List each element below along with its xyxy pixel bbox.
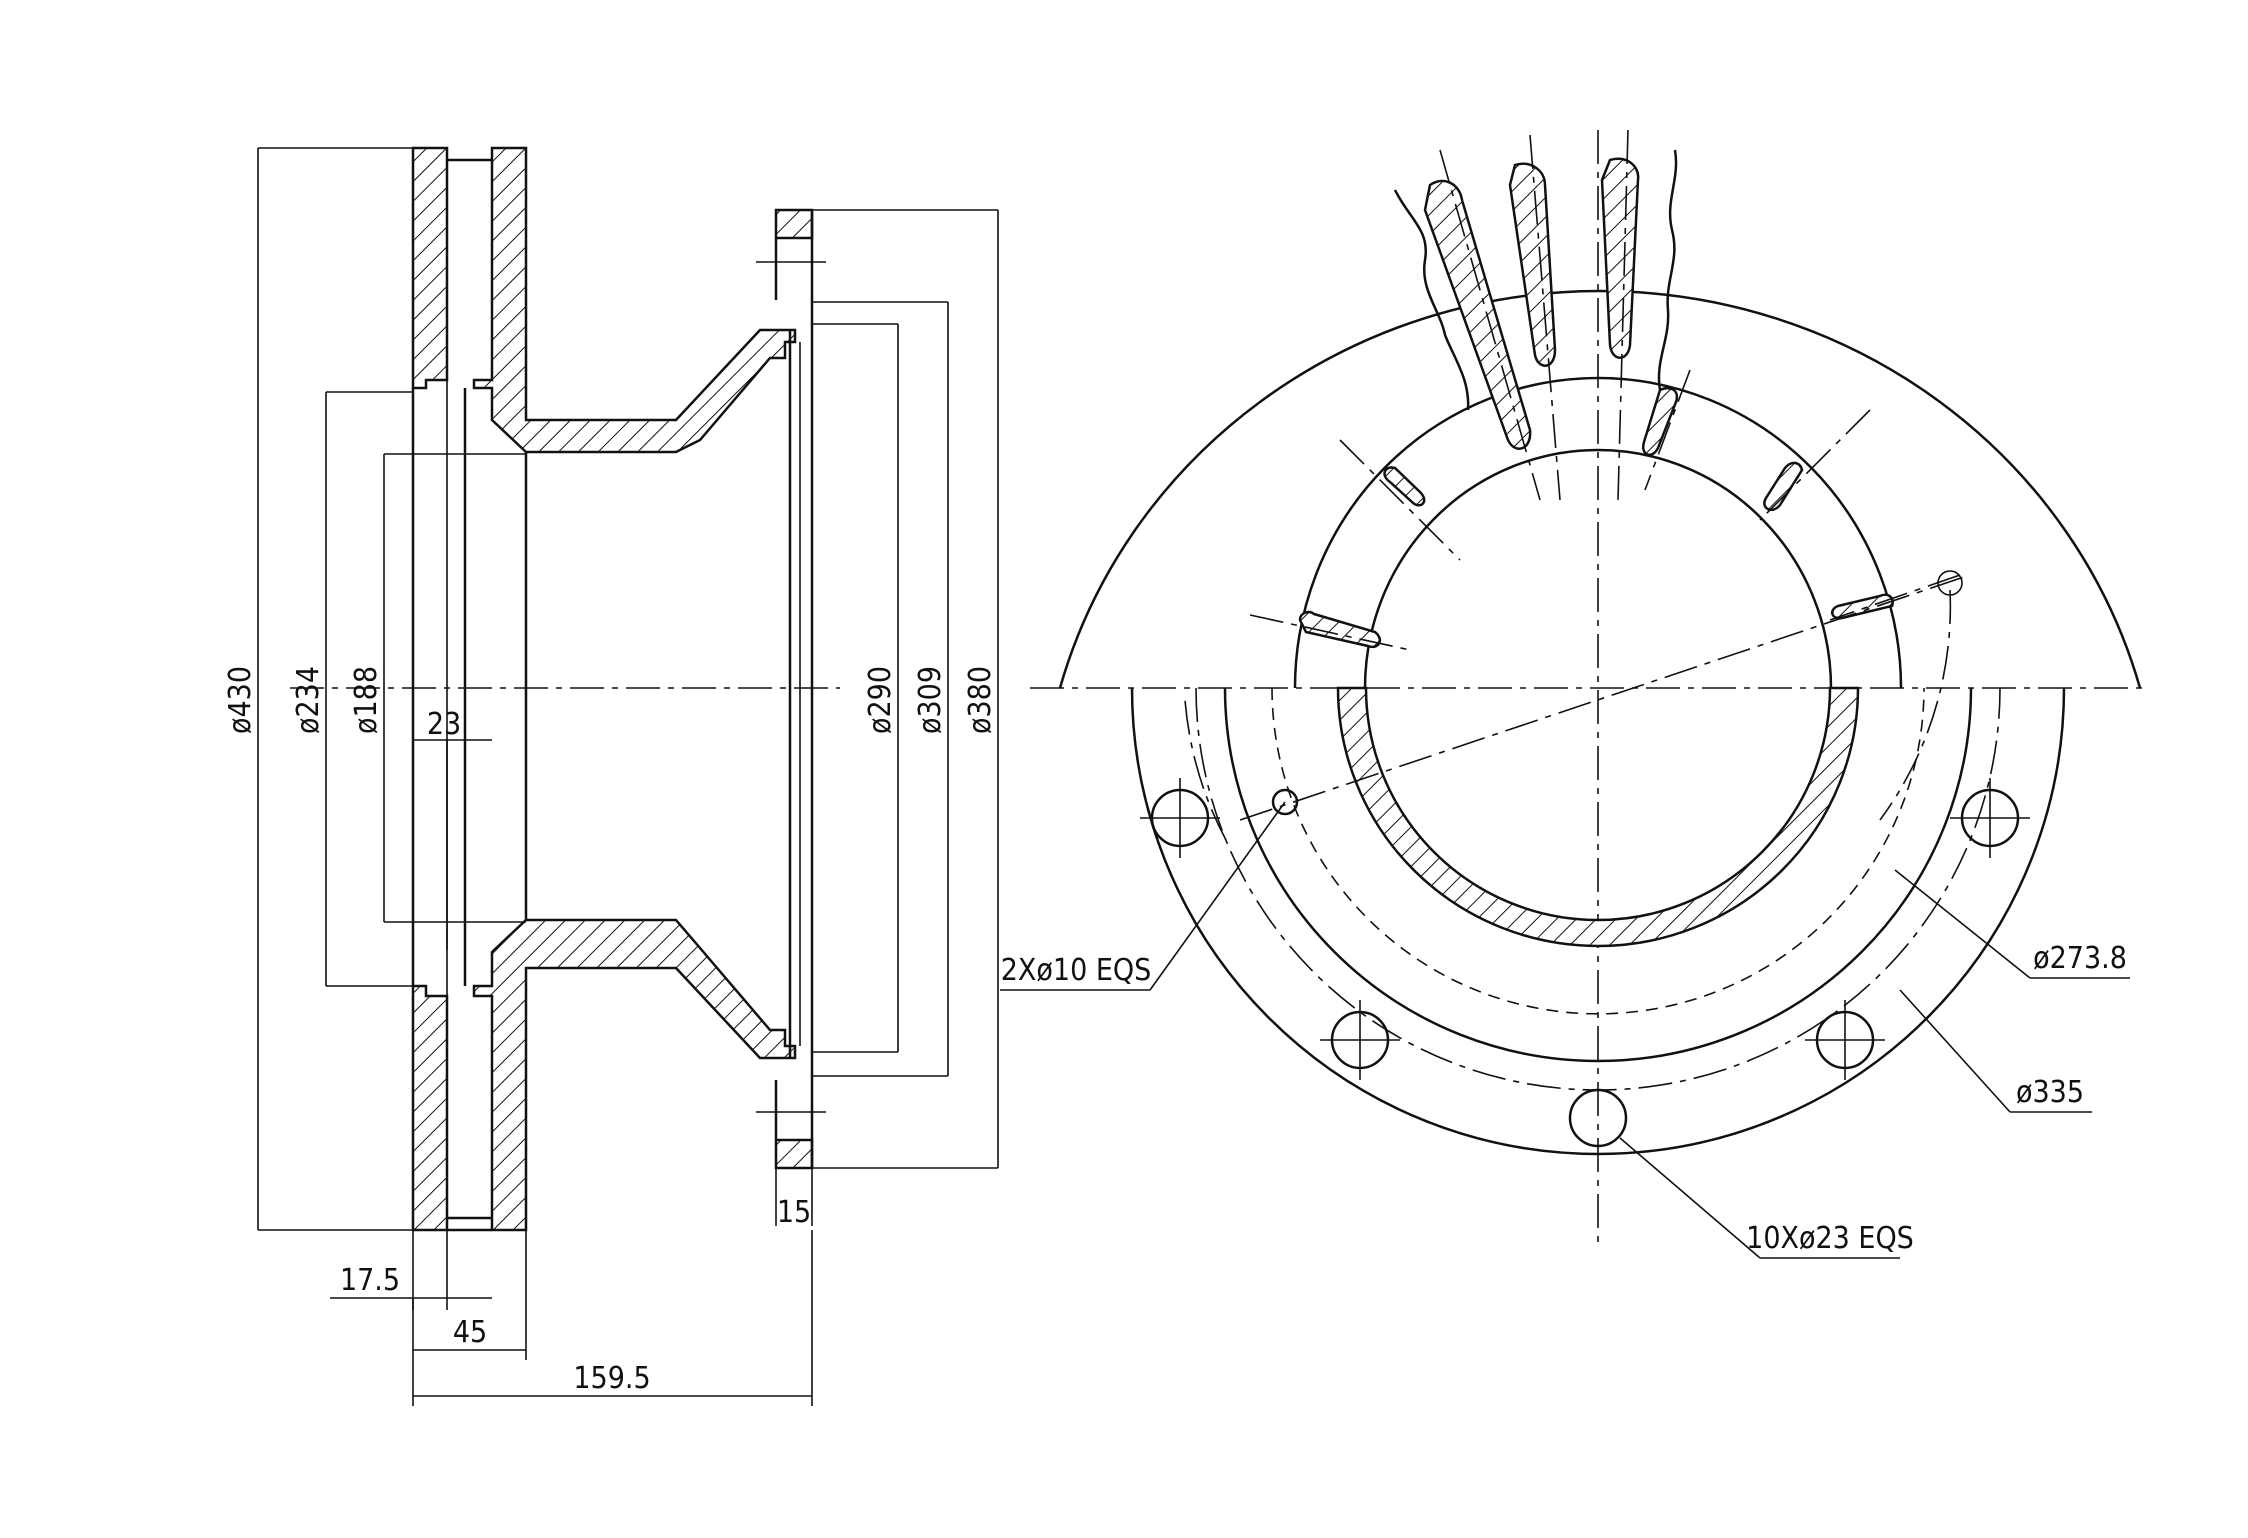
dim-d188: ø188: [349, 453, 526, 923]
label-d234: ø234: [291, 666, 326, 734]
dim-disc-thk-b: 45: [412, 1230, 527, 1360]
disc-left-plate-top: [411, 146, 449, 390]
flange-top-upper: [774, 208, 814, 240]
label-flange-thk: 15: [777, 1195, 811, 1230]
disc-outer-arc: [1058, 289, 2142, 689]
hat-outer-arc-lower: [1130, 687, 2066, 1156]
vent-vane-6: [1298, 610, 1382, 649]
plan-view: 2Xø10 EQS ø273.8 ø335 10Xø23 EQS: [1000, 129, 2150, 1259]
label-bolt-holes: 10Xø23 EQS: [1746, 1221, 1914, 1256]
pilot-hole-2: [1937, 570, 1963, 596]
disc-inner-arc: [1293, 376, 1903, 689]
dim-d290: ø290: [812, 323, 899, 1053]
dim-vent-gap: 23: [413, 707, 492, 950]
label-vent-gap: 23: [427, 707, 461, 742]
dim-d430: ø430: [223, 147, 413, 1231]
label-d188: ø188: [349, 666, 384, 734]
dim-flange-thk: 15: [775, 1168, 813, 1230]
leader-d335: ø335: [1899, 989, 2092, 1113]
bore-arc-upper: [1363, 448, 1833, 689]
leader-d273: ø273.8: [1894, 869, 2130, 979]
breakout-left-edge: [1393, 189, 1470, 411]
breakout-right-edge: [1657, 149, 1678, 391]
circle-273: [1271, 687, 1925, 1015]
label-overall-height: 159.5: [573, 1361, 650, 1396]
dim-d234: ø234: [291, 391, 413, 987]
pilot-hole-axis: [1239, 574, 1971, 821]
label-d335: ø335: [2016, 1075, 2084, 1110]
leader-bolt-holes: 10Xø23 EQS: [1619, 1137, 1914, 1259]
vent-vane-7: [1763, 461, 1804, 512]
label-disc-thk-a: 17.5: [340, 1263, 400, 1298]
leader-pilot-holes: 2Xø10 EQS: [1000, 801, 1286, 991]
vent-vane-2: [1508, 162, 1557, 367]
hub-section-lower: [1336, 686, 1860, 948]
bolt-hole-5: [1568, 1088, 1628, 1148]
dim-disc-thk-a: 17.5: [330, 1230, 492, 1310]
vent-vane-3: [1600, 157, 1640, 359]
section-view: ø430 ø234 ø188 23 ø290: [223, 146, 999, 1406]
hat-inner-ring: [1223, 687, 1973, 1063]
label-d380: ø380: [963, 666, 998, 734]
label-d290: ø290: [863, 666, 898, 734]
dim-d380: ø380: [812, 209, 999, 1169]
label-d309: ø309: [913, 666, 948, 734]
label-disc-thk-b: 45: [453, 1315, 487, 1350]
pilot-hole-1: [1271, 788, 1299, 816]
label-d273: ø273.8: [2033, 941, 2127, 976]
flange-bottom-lower: [774, 1138, 814, 1170]
label-d430: ø430: [223, 666, 258, 734]
dim-overall-height: 159.5: [412, 1230, 813, 1406]
vent-vane-5: [1383, 466, 1426, 507]
disc-right-plate-hat-bottom: [472, 918, 797, 1232]
disc-right-plate-hat-top: [472, 146, 797, 454]
dim-d309: ø309: [812, 301, 949, 1077]
disc-left-plate-bottom: [411, 984, 449, 1232]
vent-vane-8: [1830, 593, 1894, 620]
pilot-hole-circle: [1879, 589, 1952, 821]
vent-vane-4: [1641, 386, 1679, 457]
label-pilot-holes: 2Xø10 EQS: [1001, 953, 1152, 988]
vent-vane-1: [1423, 179, 1532, 450]
